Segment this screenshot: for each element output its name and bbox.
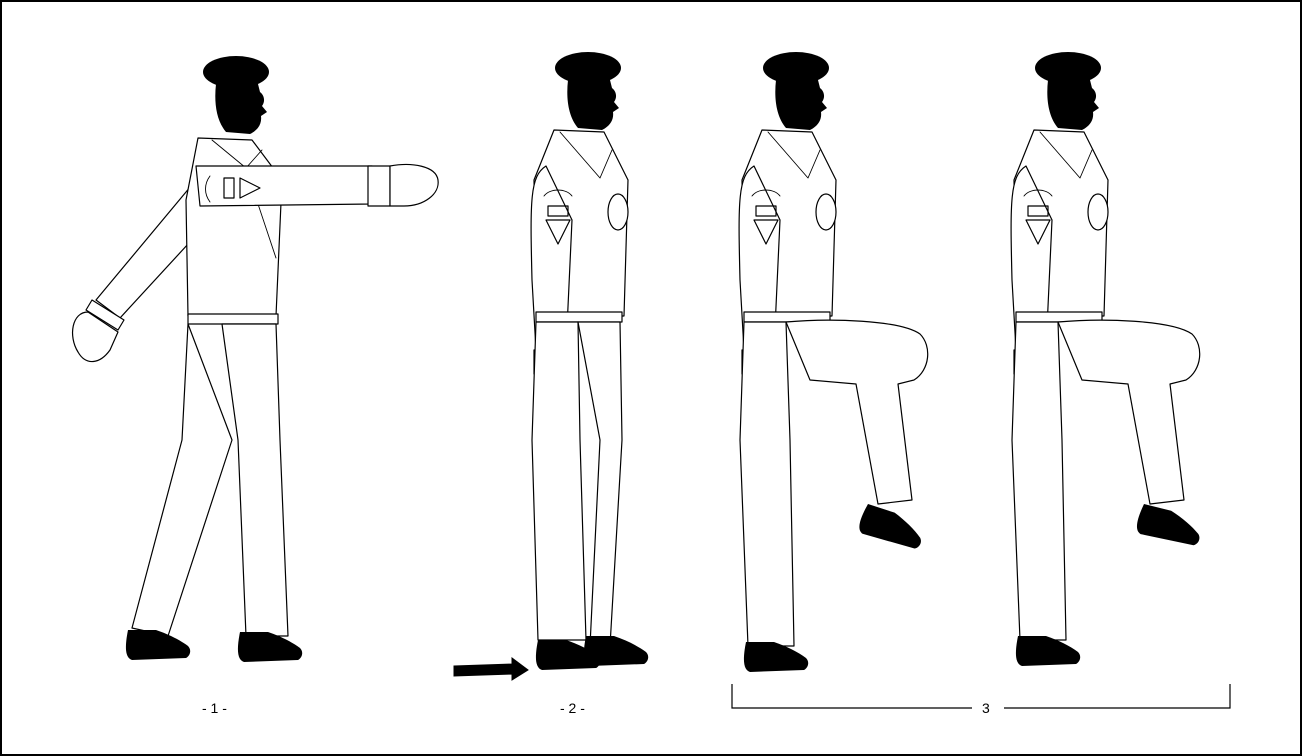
arrow-right-icon xyxy=(454,658,528,680)
figure-3-label: 3 xyxy=(982,700,990,716)
figure-1-label: - 1 - xyxy=(202,700,227,716)
figure-3a-knee-raise xyxy=(739,52,928,672)
figure-3b-knee-raise xyxy=(1011,52,1204,666)
figure-3-bracket xyxy=(732,684,1230,708)
figure-1-marching xyxy=(73,56,439,662)
figure-2-label: - 2 - xyxy=(560,700,585,716)
figure-2-attention xyxy=(531,52,648,670)
